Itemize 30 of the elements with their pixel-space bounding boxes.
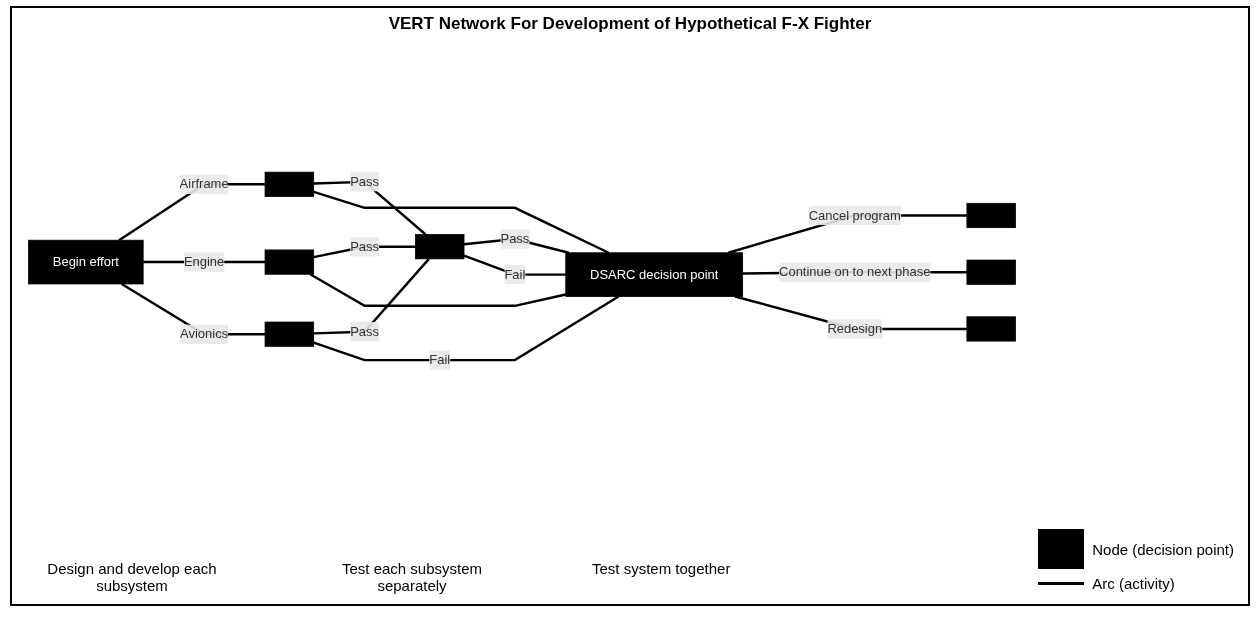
node-box [966, 316, 1016, 342]
edge-label: Airframe [179, 177, 229, 191]
legend-text: Arc (activity) [1092, 575, 1175, 592]
edge-label: Pass [350, 239, 379, 254]
node-box [264, 321, 315, 347]
edge-label: Avionics [180, 326, 229, 341]
node-box: Begin effort [28, 239, 144, 285]
edge-label: Engine [183, 254, 225, 269]
phase-label: Test each subsystem separately [340, 560, 484, 594]
edge-label: Pass [500, 231, 530, 246]
node-box [415, 234, 465, 260]
node-box [966, 202, 1016, 229]
edge-label: Continue on to next phase [779, 264, 931, 279]
connector [309, 273, 567, 308]
node-box [966, 259, 1016, 285]
edge-label: Pass [350, 324, 379, 339]
phase-label: Design and develop each subsystem [46, 560, 218, 594]
diagram-title: VERT Network For Development of Hypothetical F-X Fighter [387, 14, 873, 34]
edge-label: Fail [429, 352, 451, 367]
edge-label: Redesign [827, 321, 883, 336]
legend-text: Node (decision point) [1092, 540, 1234, 558]
node-box [264, 171, 315, 197]
edge-label: Fail [504, 267, 526, 282]
phase-label: Test system together [592, 560, 731, 579]
connector [313, 295, 620, 362]
connector [463, 254, 566, 276]
node-box [264, 249, 315, 275]
edge-label: Pass [350, 174, 379, 189]
edge-label: Cancel program [808, 208, 901, 222]
node-box: DSARC decision point [565, 252, 744, 297]
